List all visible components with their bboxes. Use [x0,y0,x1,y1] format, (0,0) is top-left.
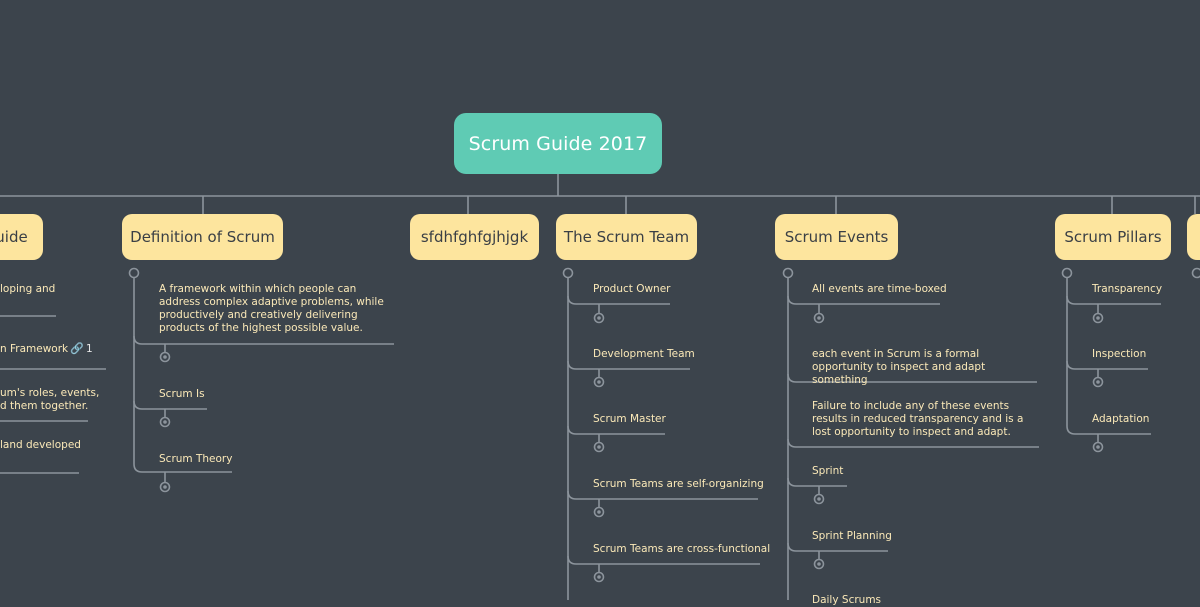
subtopic-scrum-theory[interactable]: Scrum Theory [159,453,232,466]
subtopic-daily-scrums[interactable]: Daily Scrums [812,594,881,607]
topic-scrum-events[interactable]: Scrum Events [775,214,898,260]
subtopic-purpose-3b[interactable]: d them together. [0,400,88,413]
topic-misc[interactable]: sfdhfghfgjhjgk [410,214,539,260]
subtopic-adaptation[interactable]: Adaptation [1092,413,1149,426]
topic-cutoff-right[interactable] [1187,214,1200,260]
topic-purpose[interactable]: uide [0,214,43,260]
link-icon[interactable]: 🔗 [70,342,84,355]
link-count: 1 [86,343,93,356]
root-node[interactable]: Scrum Guide 2017 [454,113,662,174]
subtopic-definition-text[interactable]: A framework within which people can addr… [159,283,393,335]
subtopic-time-boxed[interactable]: All events are time-boxed [812,283,947,296]
topic-scrum-pillars[interactable]: Scrum Pillars [1055,214,1171,260]
subtopic-sprint-planning[interactable]: Sprint Planning [812,530,892,543]
subtopic-scrum-is[interactable]: Scrum Is [159,388,205,401]
subtopic-inspect-adapt[interactable]: each event in Scrum is a formal opportun… [812,348,1037,387]
subtopic-development-team[interactable]: Development Team [593,348,695,361]
subtopic-self-organizing[interactable]: Scrum Teams are self-organizing [593,478,764,491]
topic-the-scrum-team[interactable]: The Scrum Team [556,214,697,260]
subtopic-failure-to-include[interactable]: Failure to include any of these events r… [812,400,1039,439]
subtopic-purpose-3[interactable]: um's roles, events, [0,387,99,400]
subtopic-cross-functional[interactable]: Scrum Teams are cross-functional [593,543,770,556]
subtopic-purpose-4[interactable]: land developed [0,439,81,452]
subtopic-transparency[interactable]: Transparency [1092,283,1162,296]
subtopic-purpose-2[interactable]: n Framework [0,343,68,356]
subtopic-product-owner[interactable]: Product Owner [593,283,671,296]
subtopic-purpose-1[interactable]: loping and [0,283,55,296]
subtopic-inspection[interactable]: Inspection [1092,348,1146,361]
subtopic-sprint[interactable]: Sprint [812,465,843,478]
topic-definition-of-scrum[interactable]: Definition of Scrum [122,214,283,260]
subtopic-scrum-master[interactable]: Scrum Master [593,413,666,426]
